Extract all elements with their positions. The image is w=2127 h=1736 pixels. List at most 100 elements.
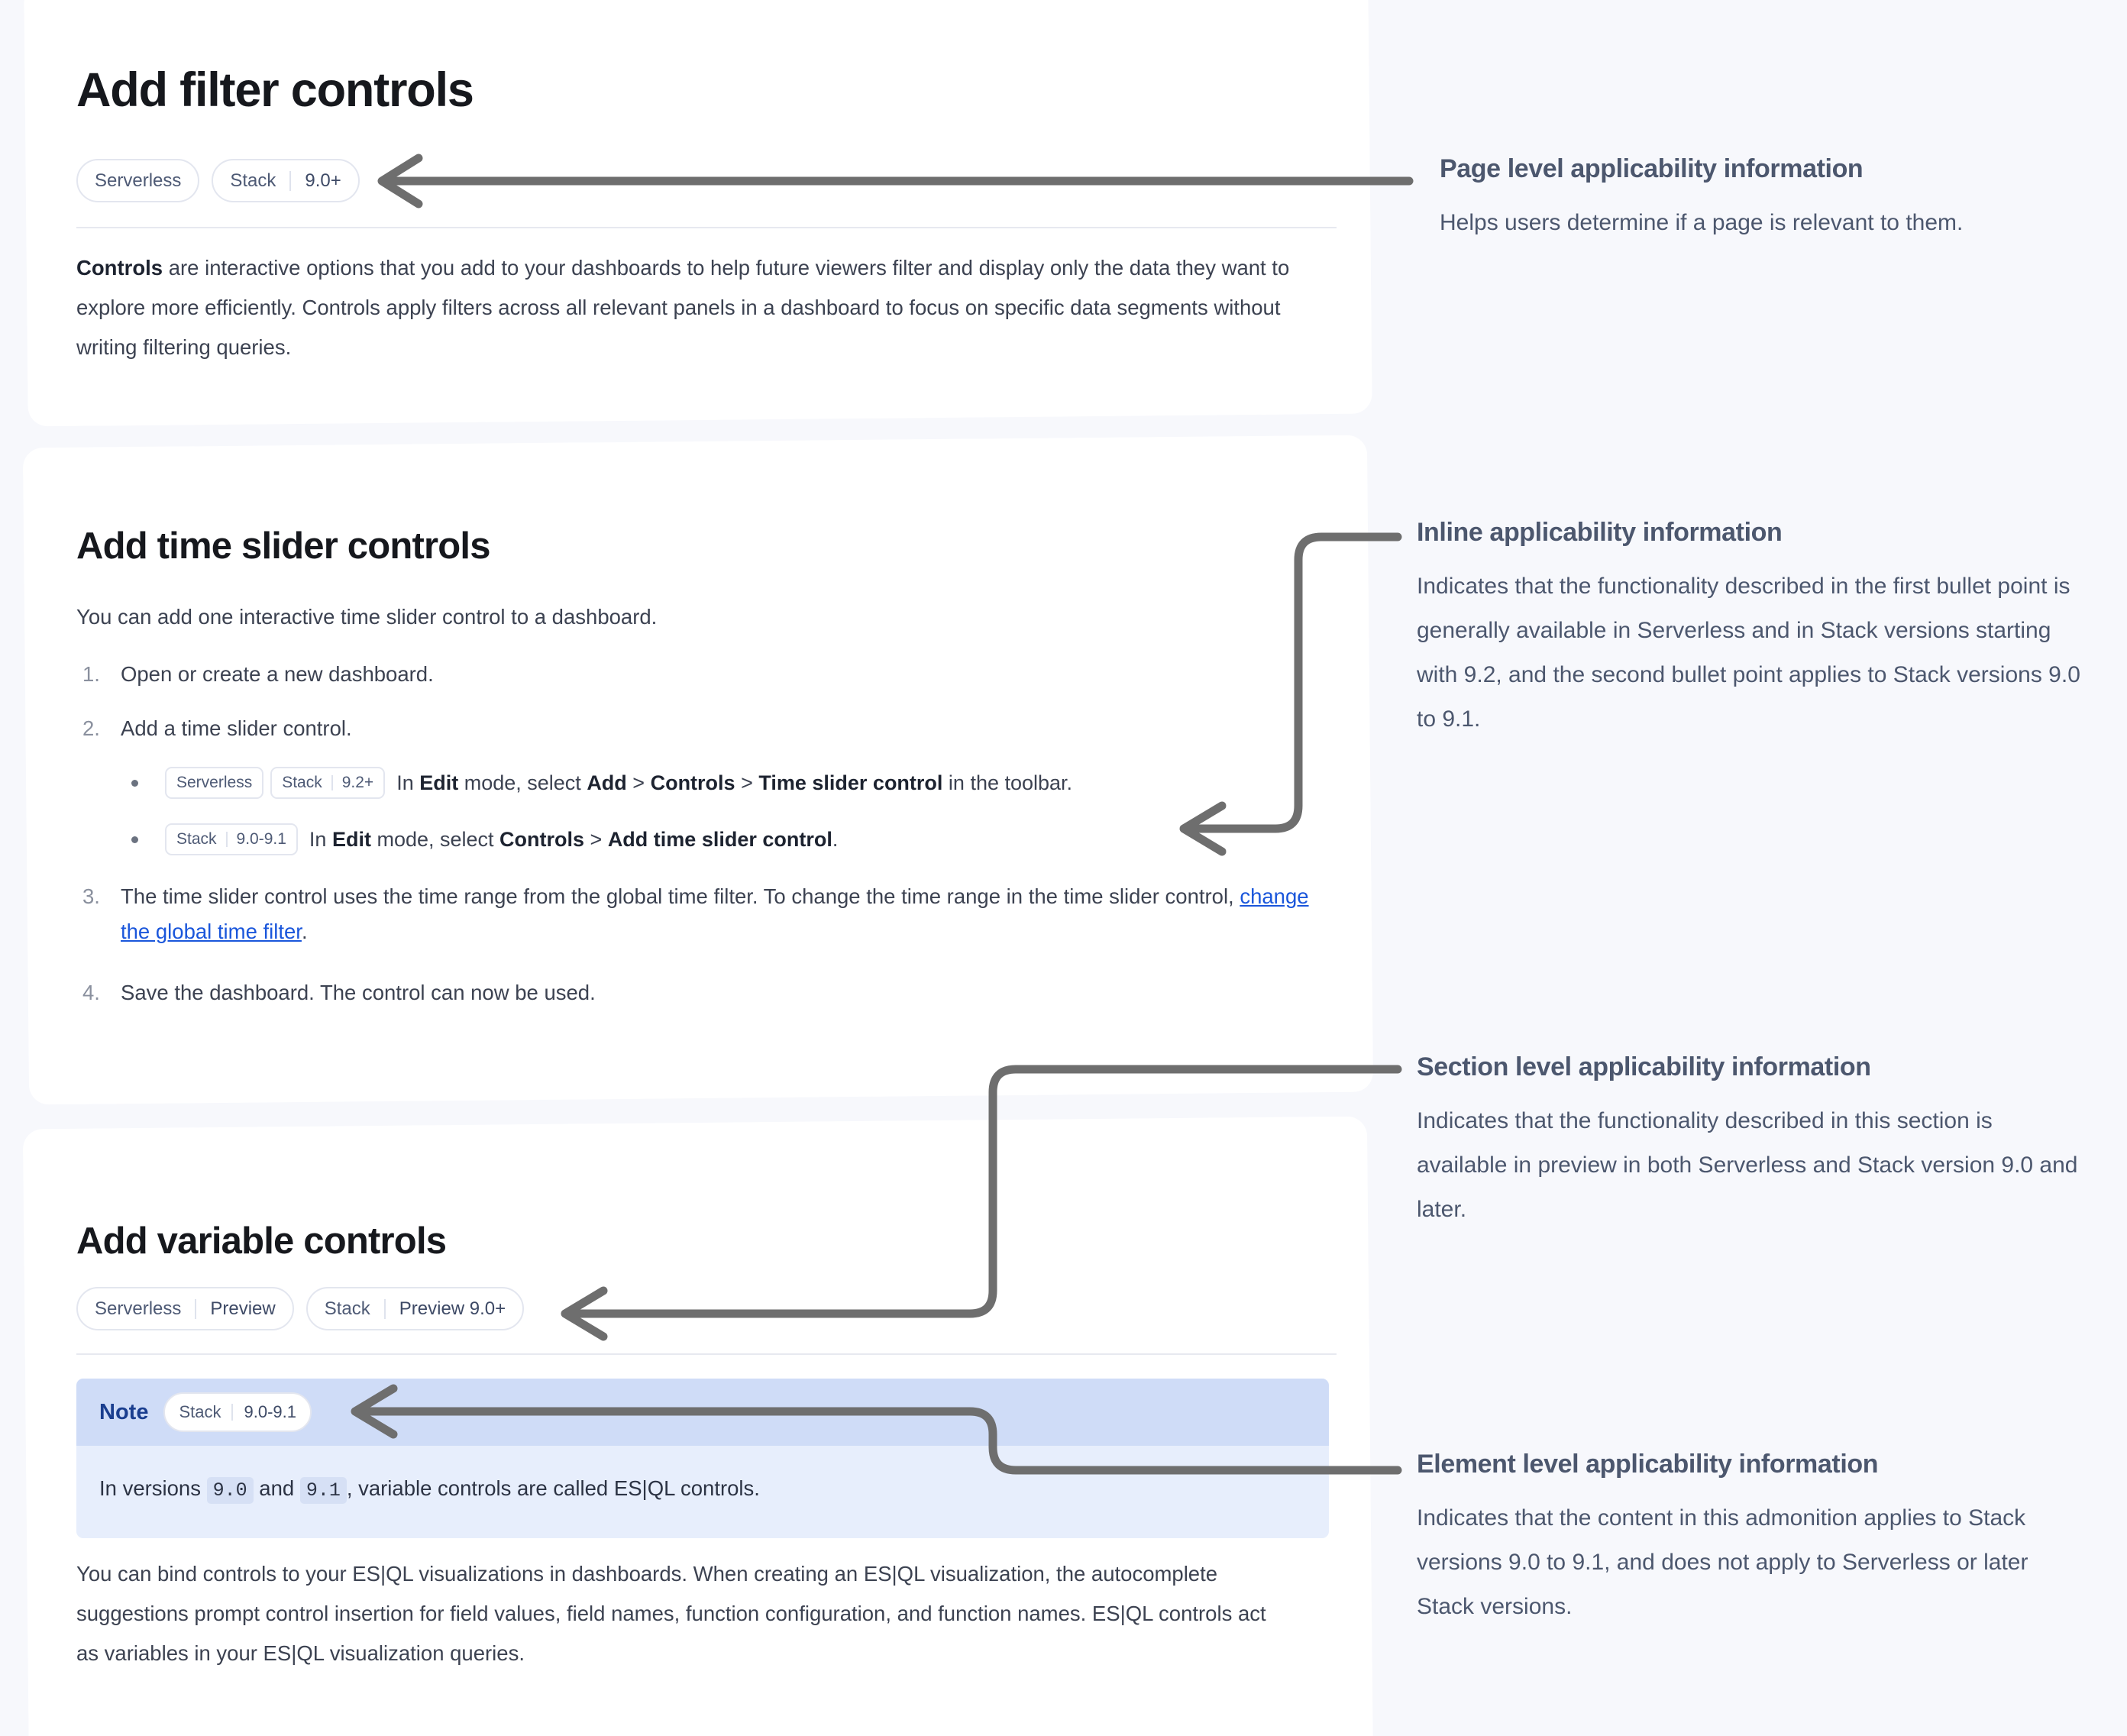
text-seg: in the toolbar.: [942, 771, 1073, 794]
annotation-section-level: Section level applicability information …: [1417, 1052, 2089, 1232]
step-text: Add a time slider control.: [121, 716, 352, 740]
step-number: 3.: [82, 884, 100, 908]
annotation-inline-level: Inline applicability information Indicat…: [1417, 518, 2089, 742]
step-text: Open or create a new dashboard.: [121, 662, 434, 686]
note-text-pre: In versions: [99, 1476, 207, 1500]
esql-paragraph: You can bind controls to your ES|QL visu…: [76, 1562, 1266, 1665]
badge-product: Stack: [324, 1298, 370, 1319]
annotation-element-level: Element level applicability information …: [1417, 1450, 2089, 1629]
code-version-90: 9.0: [206, 1477, 254, 1504]
annotation-body: Indicates that the functionality describ…: [1417, 574, 2080, 732]
inline-applicability-bullets: Serverless Stack 9.2+ In Edit mode, sele…: [121, 766, 1343, 856]
badge-version: Preview: [210, 1298, 276, 1319]
applicability-badge-serverless[interactable]: Serverless: [76, 159, 200, 202]
badge-separator: [195, 1298, 197, 1319]
badge-version: 9.0-9.1: [236, 830, 286, 848]
page-title: Add filter controls: [76, 63, 474, 117]
page-applicability-badges: Serverless Stack 9.0+: [76, 159, 360, 202]
badge-version: Preview 9.0+: [399, 1298, 506, 1319]
step-number: 1.: [82, 662, 100, 686]
note-admonition: Note Stack 9.0-9.1 In versions 9.0 and 9…: [76, 1379, 1329, 1538]
inline-badge-serverless[interactable]: Serverless: [165, 767, 264, 799]
badge-product: Stack: [176, 830, 217, 848]
text-seg-bold: Edit: [419, 771, 459, 794]
section-applicability-badges: Serverless Preview Stack Preview 9.0+: [76, 1287, 525, 1330]
text-seg: >: [735, 771, 759, 794]
annotation-body: Indicates that the content in this admon…: [1417, 1505, 2028, 1619]
badge-separator: [383, 1298, 386, 1319]
step-item: 4. Save the dashboard. The control can n…: [82, 975, 1343, 1010]
annotation-body: Indicates that the functionality describ…: [1417, 1108, 2078, 1222]
note-label: Note: [99, 1399, 149, 1424]
text-seg: In: [309, 828, 332, 851]
note-header: Note Stack 9.0-9.1: [76, 1379, 1329, 1446]
note-text-mid: and: [253, 1476, 300, 1500]
step-item: 2. Add a time slider control. Serverless…: [82, 711, 1343, 856]
badge-separator: [331, 775, 333, 790]
text-seg-bold: Add time slider control: [607, 828, 832, 851]
inline-badge-stack[interactable]: Stack 9.2+: [270, 767, 386, 799]
annotation-body: Helps users determine if a page is relev…: [1440, 210, 1964, 235]
step-text-post: .: [301, 920, 308, 943]
note-text-post: , variable controls are called ES|QL con…: [346, 1476, 760, 1500]
bullet-text: In Edit mode, select Add > Controls > Ti…: [396, 766, 1072, 800]
list-item: Stack 9.0-9.1 In Edit mode, select Contr…: [121, 823, 1343, 856]
section-heading-time-slider: Add time slider controls: [76, 525, 490, 567]
intro-bold-term: Controls: [76, 256, 163, 280]
bullet-dot-icon: [131, 780, 138, 787]
bullet-dot-icon: [131, 836, 138, 843]
text-seg: .: [832, 828, 839, 851]
inline-badge-stack[interactable]: Stack 9.0-9.1: [165, 823, 298, 855]
applicability-badge-serverless-preview[interactable]: Serverless Preview: [76, 1287, 294, 1330]
badge-version: 9.0+: [305, 170, 341, 191]
badge-product: Serverless: [95, 170, 182, 191]
annotation-page-level: Page level applicability information Hel…: [1440, 154, 2112, 245]
badge-product: Stack: [179, 1402, 221, 1421]
text-seg-bold: Edit: [331, 828, 371, 851]
badge-separator: [225, 832, 228, 847]
title-divider: [76, 227, 1337, 228]
bullet-text: In Edit mode, select Controls > Add time…: [309, 823, 838, 856]
text-seg-bold: Time slider control: [758, 771, 943, 794]
list-item: Serverless Stack 9.2+ In Edit mode, sele…: [121, 766, 1343, 800]
step-text-pre: The time slider control uses the time ra…: [121, 884, 1240, 908]
annotation-title: Page level applicability information: [1440, 154, 1864, 183]
applicability-badge-stack[interactable]: Stack 9.0+: [212, 159, 360, 202]
step-number: 4.: [82, 981, 100, 1004]
badge-separator: [289, 170, 292, 191]
annotation-title: Section level applicability information: [1417, 1052, 1871, 1081]
time-slider-lead: You can add one interactive time slider …: [76, 605, 658, 629]
section-divider: [76, 1353, 1337, 1355]
text-seg: In: [396, 771, 420, 794]
annotation-title: Element level applicability information: [1417, 1450, 1879, 1479]
text-seg-bold: Controls: [650, 771, 735, 794]
step-text: Save the dashboard. The control can now …: [121, 981, 596, 1004]
text-seg-bold: Controls: [499, 828, 585, 851]
note-applicability-badge[interactable]: Stack 9.0-9.1: [163, 1392, 312, 1432]
badge-version: 9.2+: [341, 774, 374, 791]
badge-product: Stack: [282, 774, 322, 791]
note-body: In versions 9.0 and 9.1, variable contro…: [76, 1446, 1329, 1538]
badge-product: Serverless: [176, 774, 253, 791]
badge-separator: [231, 1404, 234, 1421]
applicability-badge-stack-preview[interactable]: Stack Preview 9.0+: [305, 1287, 525, 1330]
intro-paragraph: Controls are interactive options that yo…: [76, 248, 1337, 367]
text-seg: mode, select: [458, 771, 587, 794]
step-item: 1. Open or create a new dashboard.: [82, 657, 1343, 692]
step-number: 2.: [82, 716, 100, 740]
badge-product: Stack: [230, 170, 276, 191]
time-slider-steps: 1. Open or create a new dashboard. 2. Ad…: [82, 657, 1343, 1030]
documentation-content: Add filter controls Serverless Stack 9.0…: [76, 63, 1343, 1665]
text-seg-bold: Add: [587, 771, 627, 794]
code-version-91: 9.1: [299, 1477, 347, 1504]
step-item: 3. The time slider control uses the time…: [82, 879, 1343, 949]
global-time-filter-link[interactable]: change the global time filter: [121, 884, 1309, 943]
section-heading-variable: Add variable controls: [76, 1220, 447, 1262]
text-seg: mode, select: [370, 828, 500, 851]
badge-version: 9.0-9.1: [244, 1402, 296, 1421]
intro-rest: are interactive options that you add to …: [76, 256, 1290, 359]
annotation-title: Inline applicability information: [1417, 518, 1783, 547]
text-seg: >: [584, 828, 608, 851]
badge-product: Serverless: [95, 1298, 182, 1319]
